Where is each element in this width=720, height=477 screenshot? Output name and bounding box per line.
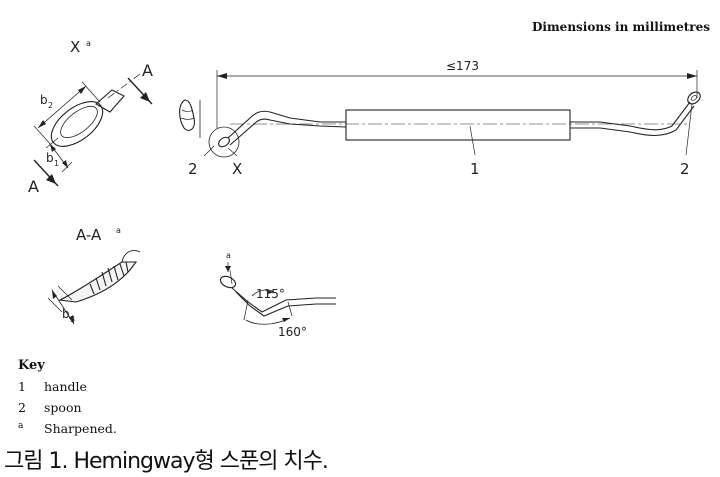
key-item-label: handle (44, 379, 87, 394)
callout-2-right: 2 (680, 160, 690, 178)
angle-detail-view (219, 262, 336, 325)
callout-2-left: 2 (188, 160, 198, 178)
figure-caption: 그림 1. Hemingway형 스푼의 치수. (4, 449, 329, 474)
detail-x-title-sup: a (86, 39, 91, 48)
section-mark-bottom: A (28, 177, 39, 196)
label-b2: b (40, 93, 48, 107)
key-list: 1 handle 2 spoon a Sharpened. (18, 376, 117, 439)
section-aa-view (47, 250, 141, 325)
label-b3: b (62, 307, 70, 321)
key-item-label: spoon (44, 400, 82, 415)
label-b1: b (46, 151, 54, 165)
section-mark-top: A (142, 61, 153, 80)
callout-x: X (232, 160, 242, 178)
key-item-index: 2 (18, 400, 26, 415)
main-instrument (203, 70, 701, 158)
side-view-tip (179, 99, 201, 138)
angle-115: 115° (256, 287, 285, 301)
label-b2-sub: 2 (48, 101, 53, 110)
angle-detail-sup: a (226, 251, 231, 260)
detail-x-circle (208, 126, 240, 158)
units-note: Dimensions in millimetres (532, 20, 710, 34)
key-item-label: Sharpened. (44, 421, 117, 436)
key-item: 2 spoon (18, 397, 117, 418)
key-item-index: a (18, 420, 24, 431)
spoon-outline (50, 101, 104, 147)
label-b3-sub: 3 (70, 315, 75, 324)
key-item-index: 1 (18, 379, 26, 394)
spoon-inner-edge (60, 105, 98, 139)
length-dimension-label: ≤173 (446, 59, 479, 73)
handle (345, 109, 571, 141)
label-b1-sub: 1 (54, 159, 59, 168)
key-title: Key (18, 358, 45, 373)
section-aa-title: A-A (76, 226, 102, 244)
key-item: a Sharpened. (18, 418, 117, 439)
section-aa-title-sup: a (116, 226, 121, 235)
callout-1: 1 (470, 160, 480, 178)
key-item: 1 handle (18, 376, 117, 397)
spoon-neck (95, 89, 125, 113)
detail-x-view (33, 73, 153, 187)
detail-x-title: X (70, 38, 80, 56)
angle-160: 160° (278, 325, 307, 339)
